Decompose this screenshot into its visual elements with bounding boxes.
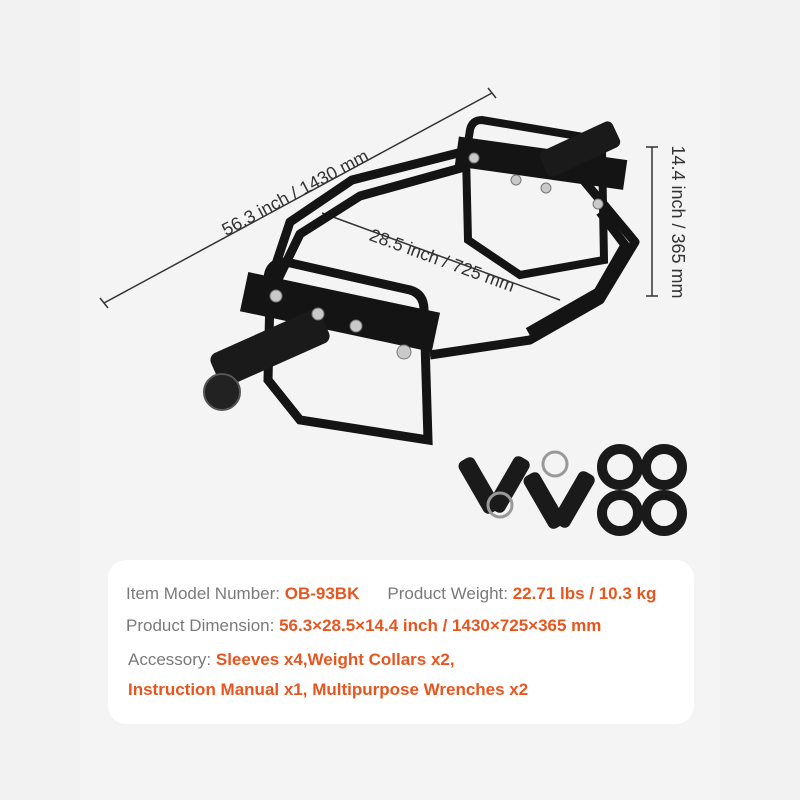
spec-card: Item Model Number: OB-93BK Product Weight… [108,560,694,724]
near-sleeve [210,309,330,387]
weight-value: 22.71 lbs / 10.3 kg [512,584,657,603]
spec-row-dimension: Product Dimension: 56.3×28.5×14.4 inch /… [126,616,601,636]
sleeve-rings-icon [597,444,687,536]
far-sleeve [539,121,621,177]
height-dimension: 14.4 inch / 365 mm [646,145,688,299]
spring-collar-icon [458,450,595,529]
spec-row-accessory-cont: Instruction Manual x1, Multipurpose Wren… [128,680,528,700]
accessory-value-1: Sleeves x4,Weight Collars x2, [215,650,455,669]
height-label: 14.4 inch / 365 mm [668,145,688,298]
near-crossbar [239,272,441,352]
spec-row-accessory: Accessory: Sleeves x4,Weight Collars x2, [128,650,455,670]
length-dimension: 56.3 inch / 1430 mm [99,87,497,309]
length-label: 56.3 inch / 1430 mm [218,146,371,240]
model-label: Item Model Number: [126,584,285,603]
accessory-value-2: Instruction Manual x1, Multipurpose Wren… [128,680,529,699]
spec-row-model-weight: Item Model Number: OB-93BK Product Weight… [126,584,656,604]
dimension-label: Product Dimension: [126,616,280,635]
hex-bar-illustration: 56.3 inch / 1430 mm 28.5 inch / 725 mm 1… [99,87,688,536]
dimension-value: 56.3×28.5×14.4 inch / 1430×725×365 mm [279,616,602,635]
model-value: OB-93BK [284,584,360,603]
bolts [269,152,604,360]
inner-width-dimension: 28.5 inch / 725 mm [321,212,561,301]
sleeve-end-cap [203,373,241,411]
far-crossbar [454,136,628,190]
weight-label: Product Weight: [387,584,513,603]
accessory-label: Accessory: [128,650,216,669]
